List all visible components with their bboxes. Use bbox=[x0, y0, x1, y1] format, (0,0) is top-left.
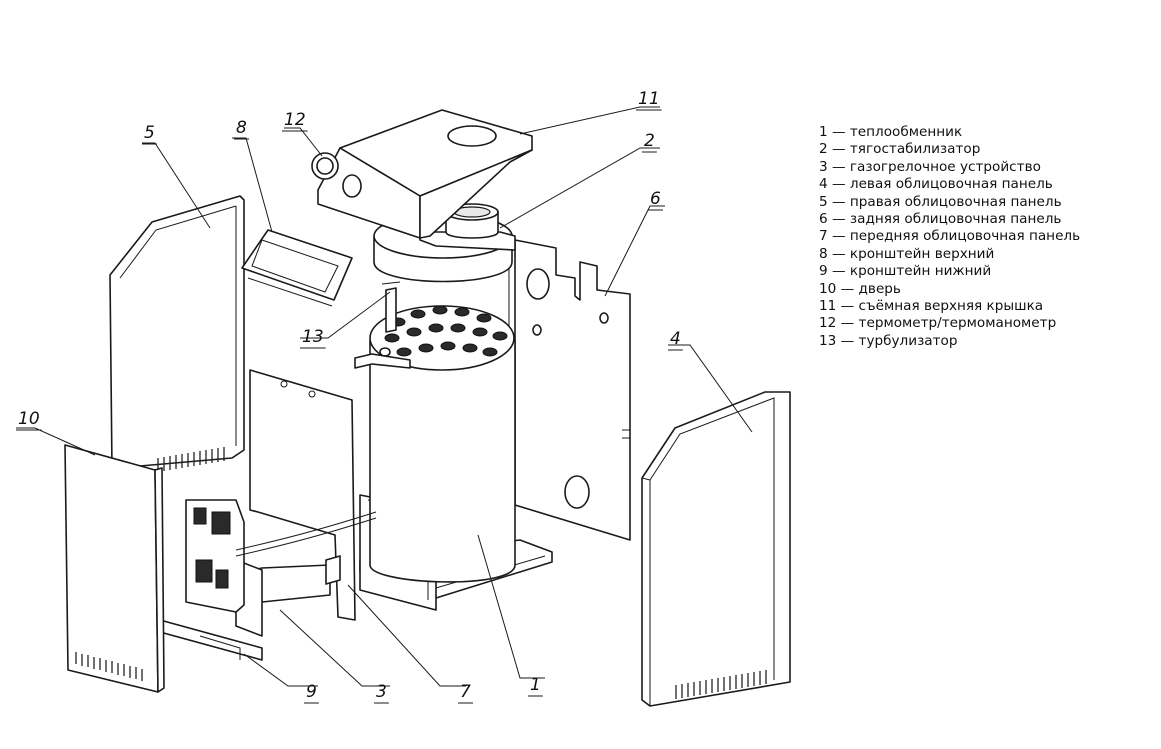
legend-item: 2 — тягостабилизатор bbox=[819, 141, 981, 158]
callout-3: 3 bbox=[376, 682, 387, 702]
legend-item: 13 — турбулизатор bbox=[819, 332, 958, 349]
leader-6 bbox=[604, 205, 665, 297]
callout-13: 13 bbox=[302, 327, 324, 347]
heat-exchanger bbox=[354, 305, 516, 583]
legend-item: 6 — задняя облицовочная панель bbox=[819, 211, 1062, 228]
legend-item: 3 — газогрелочное устройство bbox=[819, 158, 1041, 175]
legend-item: 1 — теплообменник bbox=[819, 124, 963, 140]
door-panel bbox=[64, 444, 165, 693]
left-cladding-panel bbox=[641, 391, 791, 707]
legend-item: 12 — термометр/термоманометр bbox=[819, 315, 1057, 332]
leader-11 bbox=[519, 106, 660, 135]
callout-2: 2 bbox=[644, 131, 655, 151]
leader-lines bbox=[16, 106, 753, 687]
legend-item: 11 — съёмная верхняя крышка bbox=[819, 298, 1044, 315]
leader-2 bbox=[499, 147, 660, 229]
legend-item: 10 — дверь bbox=[819, 280, 901, 297]
rear-cladding-panel bbox=[508, 239, 631, 541]
legend-item: 7 — передняя облицовочная панель bbox=[819, 228, 1081, 245]
callout-4: 4 bbox=[670, 329, 681, 349]
gas-burner-device bbox=[185, 499, 377, 637]
callout-6: 6 bbox=[650, 189, 661, 209]
leader-8 bbox=[232, 137, 273, 233]
callout-9: 9 bbox=[306, 682, 317, 702]
callout-1: 1 bbox=[530, 675, 541, 695]
leader-7 bbox=[347, 584, 466, 687]
turbulator bbox=[381, 281, 401, 333]
leader-13 bbox=[300, 291, 391, 339]
leader-4 bbox=[668, 344, 753, 433]
leader-1 bbox=[477, 534, 545, 679]
right-cladding-panel bbox=[109, 195, 245, 472]
thermometer-gauge bbox=[311, 152, 339, 180]
legend-item: 4 — левая облицовочная панель bbox=[819, 176, 1053, 193]
callout-10: 10 bbox=[18, 409, 40, 429]
removable-top-cover bbox=[317, 109, 533, 239]
leader-12 bbox=[284, 127, 323, 157]
leader-3 bbox=[279, 609, 390, 687]
leader-5 bbox=[142, 142, 211, 229]
callout-5: 5 bbox=[144, 123, 155, 143]
upper-bracket bbox=[241, 229, 353, 307]
legend-item: 9 — кронштейн нижний bbox=[819, 263, 992, 280]
callout-7: 7 bbox=[460, 682, 471, 702]
parts-legend: 1 — теплообменник 2 — тягостабилизатор 3… bbox=[819, 124, 1149, 350]
leader-9 bbox=[243, 653, 318, 687]
callout-8: 8 bbox=[236, 118, 247, 138]
callout-12: 12 bbox=[284, 110, 306, 130]
leader-10 bbox=[16, 427, 96, 456]
callout-11: 11 bbox=[638, 89, 660, 109]
legend-item: 8 — кронштейн верхний bbox=[819, 245, 995, 262]
callout-numbers: 1 2 3 4 5 6 7 8 9 10 11 12 13 bbox=[18, 89, 681, 702]
legend-item: 5 — правая облицовочная панель bbox=[819, 193, 1062, 210]
